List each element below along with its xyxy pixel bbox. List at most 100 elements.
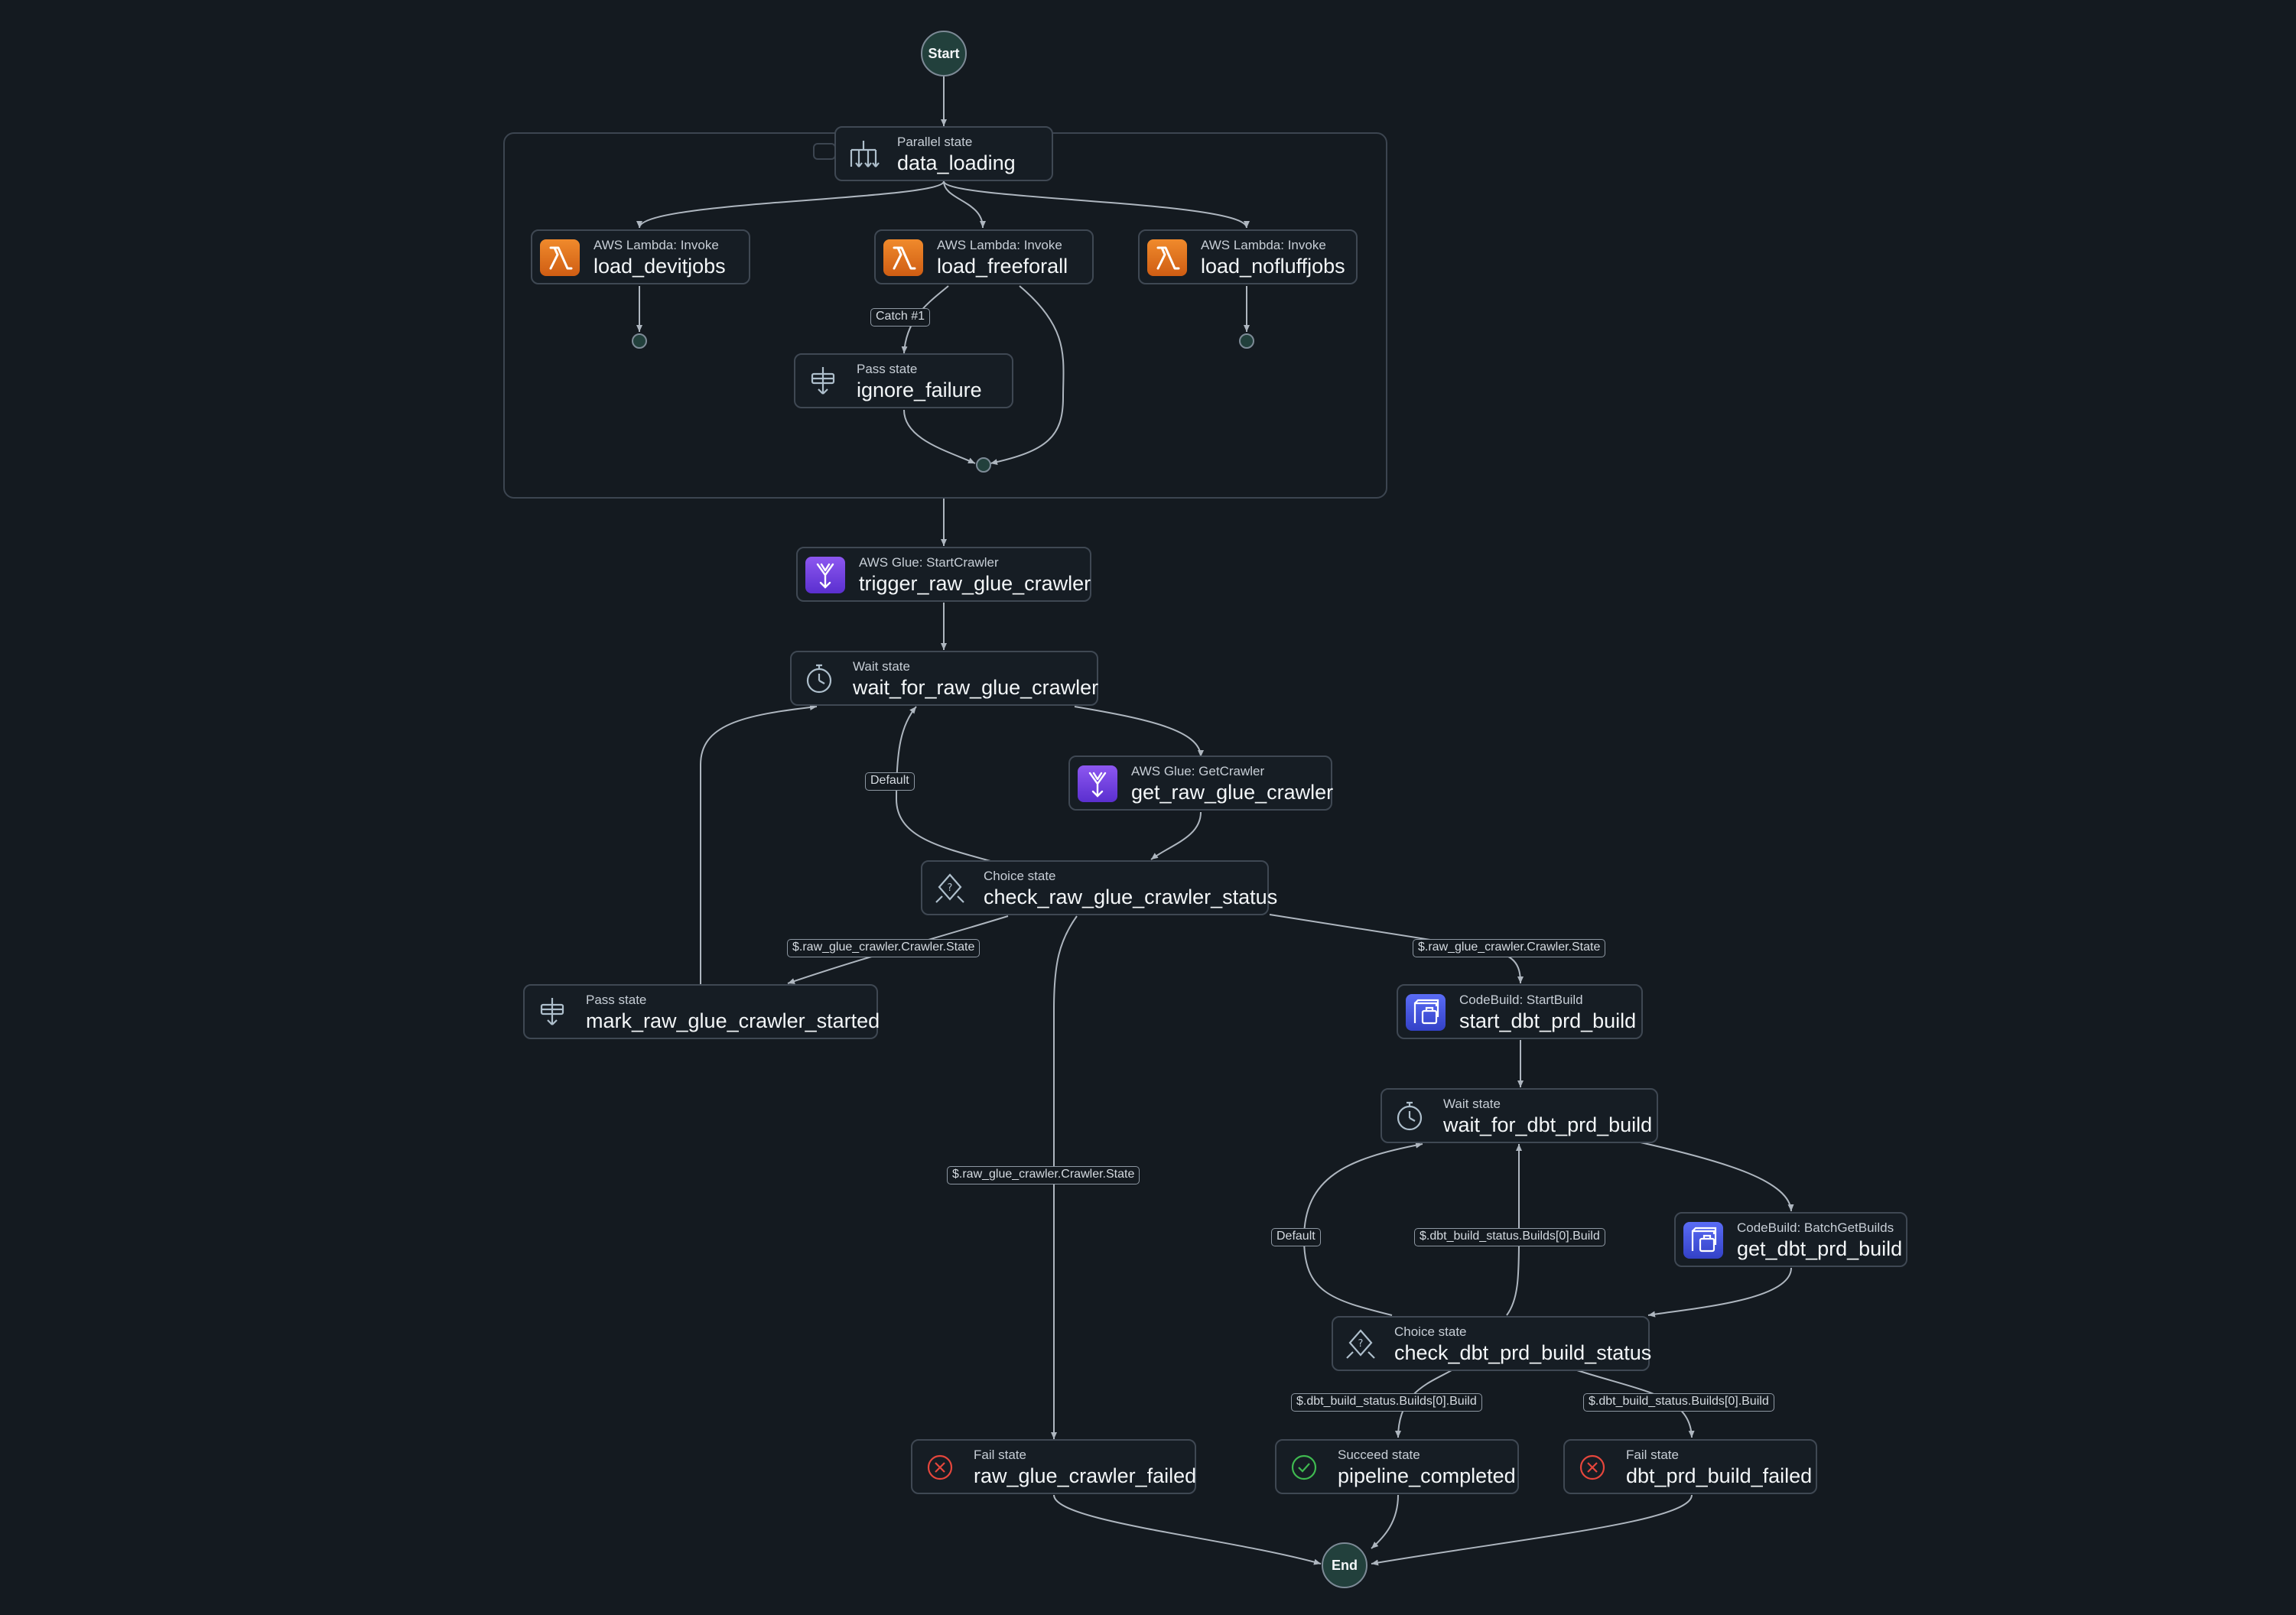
- glue-icon: [1078, 765, 1117, 802]
- node-type: Fail state: [1626, 1448, 1679, 1462]
- edge-label-catch: Catch #1: [870, 308, 931, 327]
- edge-label-raw-default: Default: [865, 772, 915, 791]
- edge-parallel-to-devitjobs: [636, 180, 945, 229]
- edge-label-dbt-to-wait: $.dbt_build_status.Builds[0].Build: [1414, 1228, 1605, 1246]
- edge-label-dbt-to-success: $.dbt_build_status.Builds[0].Build: [1291, 1393, 1482, 1412]
- edge-success-to-end: [1371, 1494, 1399, 1549]
- node-name: mark_raw_glue_crawler_started: [586, 1009, 880, 1032]
- node-start-dbt-prd-build[interactable]: CodeBuild: StartBuild start_dbt_prd_buil…: [1397, 984, 1643, 1039]
- start-node: Start: [921, 31, 967, 76]
- node-get-dbt-prd-build[interactable]: CodeBuild: BatchGetBuilds get_dbt_prd_bu…: [1674, 1212, 1907, 1267]
- node-name: load_freeforall: [937, 255, 1068, 278]
- node-get-raw-glue-crawler[interactable]: AWS Glue: GetCrawler get_raw_glue_crawle…: [1068, 756, 1334, 811]
- node-name: data_loading: [897, 151, 1016, 174]
- node-name: wait_for_dbt_prd_build: [1443, 1113, 1653, 1136]
- branch-end-freeforall: [976, 457, 991, 473]
- node-type: AWS Glue: GetCrawler: [1131, 764, 1265, 778]
- node-name: dbt_prd_build_failed: [1626, 1464, 1813, 1487]
- node-wait-for-dbt-prd-build[interactable]: Wait state wait_for_dbt_prd_build: [1381, 1088, 1658, 1143]
- edge-label-dbt-default: Default: [1271, 1228, 1321, 1246]
- node-name: load_nofluffjobs: [1201, 255, 1345, 278]
- branch-end-devitjobs: [632, 333, 647, 349]
- node-load-nofluffjobs[interactable]: AWS Lambda: Invoke load_nofluffjobs: [1138, 229, 1358, 284]
- node-pipeline-completed[interactable]: Succeed state pipeline_completed: [1275, 1439, 1519, 1494]
- node-name: wait_for_raw_glue_crawler: [853, 676, 1099, 699]
- lambda-icon: [883, 239, 923, 276]
- node-trigger-raw-glue-crawler[interactable]: AWS Glue: StartCrawler trigger_raw_glue_…: [796, 547, 1091, 602]
- node-type: Fail state: [974, 1448, 1026, 1462]
- codebuild-icon: [1683, 1222, 1723, 1259]
- node-type: Pass state: [586, 993, 647, 1007]
- fail-icon: [920, 1449, 960, 1486]
- node-load-freeforall[interactable]: AWS Lambda: Invoke load_freeforall: [874, 229, 1094, 284]
- end-node: End: [1322, 1542, 1368, 1588]
- node-name: get_raw_glue_crawler: [1131, 781, 1334, 804]
- edge-get-build-to-check-dbt: [1647, 1267, 1792, 1318]
- edge-check-default-to-wait: [895, 706, 991, 862]
- parallel-group-data-loading: [503, 132, 1387, 499]
- edge-wait-to-get-crawler: [1074, 706, 1204, 758]
- node-type: Choice state: [984, 869, 1056, 883]
- edge-label-raw-to-failed: $.raw_glue_crawler.Crawler.State: [947, 1166, 1140, 1184]
- node-type: Wait state: [1443, 1097, 1501, 1111]
- node-data-loading[interactable]: Parallel state data_loading: [834, 126, 1053, 181]
- node-type: CodeBuild: BatchGetBuilds: [1737, 1220, 1894, 1235]
- node-name: raw_glue_crawler_failed: [974, 1464, 1197, 1487]
- edge-wait-dbt-to-get-build: [1640, 1142, 1794, 1212]
- edge-label-raw-to-start-build: $.raw_glue_crawler.Crawler.State: [1413, 939, 1606, 957]
- edge-check-to-raw-failed: [1051, 915, 1078, 1439]
- node-type: Choice state: [1394, 1324, 1467, 1339]
- lambda-icon: [540, 239, 580, 276]
- node-type: AWS Lambda: Invoke: [937, 238, 1062, 252]
- edge-label-raw-to-mark: $.raw_glue_crawler.Crawler.State: [787, 939, 981, 957]
- node-name: check_raw_glue_crawler_status: [984, 885, 1278, 908]
- edge-parallel-to-nofluffjobs: [943, 180, 1250, 229]
- node-name: pipeline_completed: [1338, 1464, 1516, 1487]
- branch-end-nofluffjobs: [1239, 333, 1254, 349]
- choice-icon: ?: [930, 870, 970, 907]
- node-name: get_dbt_prd_build: [1737, 1237, 1903, 1260]
- glue-icon: [805, 557, 845, 593]
- edge-freeforall-to-branch-end: [990, 285, 1065, 466]
- svg-text:?: ?: [948, 882, 953, 894]
- node-ignore-failure[interactable]: Pass state ignore_failure: [794, 353, 1013, 408]
- svg-text:?: ?: [1358, 1338, 1364, 1350]
- node-raw-glue-crawler-failed[interactable]: Fail state raw_glue_crawler_failed: [911, 1439, 1196, 1494]
- edge-ignore-failure-to-branch-end: [903, 409, 976, 464]
- node-type: AWS Lambda: Invoke: [594, 238, 719, 252]
- node-wait-for-raw-glue-crawler[interactable]: Wait state wait_for_raw_glue_crawler: [790, 651, 1098, 706]
- node-type: Wait state: [853, 659, 910, 674]
- node-check-raw-glue-crawler-status[interactable]: ? Choice state check_raw_glue_crawler_st…: [921, 860, 1277, 915]
- node-name: check_dbt_prd_build_status: [1394, 1341, 1652, 1364]
- node-type: Pass state: [857, 362, 918, 376]
- lambda-icon: [1147, 239, 1187, 276]
- edge-check-dbt-to-success: [1395, 1370, 1452, 1438]
- node-type: AWS Lambda: Invoke: [1201, 238, 1326, 252]
- parallel-icon: [844, 136, 883, 173]
- node-dbt-prd-build-failed[interactable]: Fail state dbt_prd_build_failed: [1563, 1439, 1817, 1494]
- edge-raw-failed-to-end: [1053, 1494, 1322, 1565]
- node-type: CodeBuild: StartBuild: [1459, 993, 1583, 1007]
- edge-check-dbt-default-to-wait: [1302, 1142, 1423, 1316]
- edge-get-crawler-to-check: [1150, 811, 1202, 860]
- node-load-devitjobs[interactable]: AWS Lambda: Invoke load_devitjobs: [531, 229, 750, 284]
- edge-parallel-to-freeforall: [943, 180, 986, 229]
- edge-dbt-failed-to-end: [1371, 1494, 1693, 1566]
- choice-icon: ?: [1341, 1326, 1381, 1363]
- node-type: Parallel state: [897, 135, 973, 149]
- timer-icon: [1390, 1098, 1429, 1135]
- success-icon: [1284, 1449, 1324, 1486]
- node-type: AWS Glue: StartCrawler: [859, 555, 999, 570]
- node-check-dbt-prd-build-status[interactable]: ? Choice state check_dbt_prd_build_statu…: [1332, 1316, 1652, 1371]
- collapse-toggle[interactable]: [813, 143, 836, 160]
- node-name: trigger_raw_glue_crawler: [859, 572, 1091, 595]
- pass-icon: [803, 363, 843, 400]
- edge-mark-to-wait: [700, 704, 818, 985]
- node-name: load_devitjobs: [594, 255, 726, 278]
- node-type: Succeed state: [1338, 1448, 1420, 1462]
- codebuild-icon: [1406, 994, 1446, 1031]
- node-mark-raw-glue-crawler-started[interactable]: Pass state mark_raw_glue_crawler_started: [523, 984, 880, 1039]
- timer-icon: [799, 661, 839, 697]
- fail-icon: [1572, 1449, 1612, 1486]
